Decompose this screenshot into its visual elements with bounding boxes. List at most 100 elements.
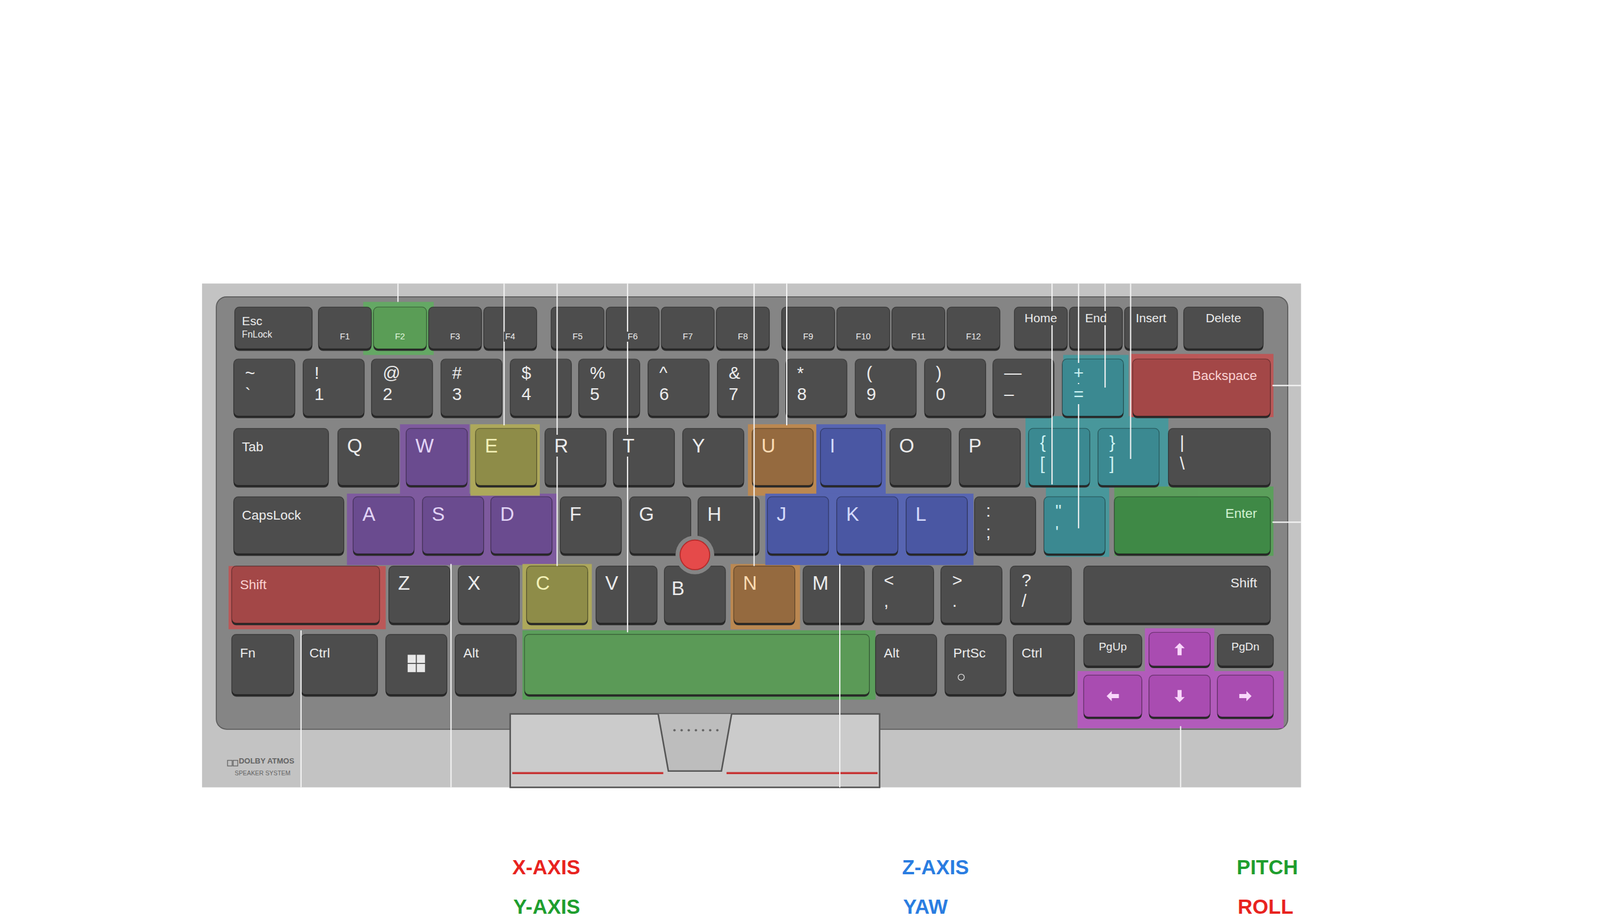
key-label: Tab	[241, 439, 265, 455]
key-label: T	[621, 434, 636, 458]
key-label: F	[568, 503, 583, 526]
keyboard-key: Shift	[231, 566, 380, 626]
key-cap	[1124, 307, 1178, 349]
key-label: #	[450, 363, 463, 384]
key-cap	[386, 634, 448, 695]
brand-label: DOLBY ATMOS	[238, 757, 295, 767]
key-cap	[371, 358, 433, 417]
key-cap	[1043, 496, 1105, 554]
keyboard-key: %5	[578, 358, 640, 418]
key-label: K	[845, 503, 861, 526]
key-label: !	[313, 363, 321, 384]
key-cap	[475, 428, 537, 486]
key-cap	[1083, 675, 1143, 718]
key-cap	[454, 634, 517, 695]
key-cap	[578, 358, 640, 417]
key-cap	[803, 566, 865, 624]
key-label: {	[1038, 432, 1048, 453]
key-cap	[302, 358, 365, 417]
keyboard-key: F	[560, 496, 622, 556]
keyboard-key: Backspace	[1132, 358, 1271, 418]
key-cap	[318, 307, 372, 349]
key-label: $	[520, 363, 533, 384]
keyboard-key: F11	[891, 307, 945, 351]
key-label: PgUp	[1097, 640, 1128, 654]
axis-label: Y-AXIS	[513, 895, 581, 920]
key-label: J	[775, 503, 788, 526]
key-label: ^	[658, 363, 669, 384]
keyboard-key: Alt	[875, 634, 938, 698]
keyboard-key: !1	[302, 358, 365, 418]
keyboard-key: W	[406, 428, 468, 488]
key-cap	[1014, 307, 1068, 349]
keyboard-key: "'	[1043, 496, 1105, 556]
axis-label: X-AXIS	[512, 856, 580, 880]
key-cap	[889, 428, 952, 486]
key-label: Fn	[238, 645, 257, 662]
touchpad-buttons	[510, 714, 880, 788]
key-label: 3	[450, 384, 463, 405]
key-label: ]	[1107, 453, 1115, 474]
key-label: PrtSc	[951, 645, 987, 662]
keyboard-key: F6	[606, 307, 660, 351]
key-label: ?	[1020, 570, 1033, 591]
keyboard-key: }]	[1097, 428, 1160, 488]
key-label: 2	[381, 384, 394, 405]
key-label: <	[882, 570, 896, 591]
key-label: N	[741, 572, 759, 595]
keyboard-key: B	[664, 566, 726, 626]
key-label: F10	[854, 331, 872, 342]
keyboard-key: ^6	[648, 358, 710, 418]
key-label: X	[466, 572, 482, 595]
key-label: |	[1178, 432, 1186, 453]
keyboard-key: Ctrl	[301, 634, 378, 698]
key-label: 7	[727, 384, 740, 405]
key-label: Q	[345, 434, 364, 458]
key-label: "	[1054, 500, 1063, 521]
keyboard-key: #3	[440, 358, 503, 418]
keyboard-key: F12	[947, 307, 1001, 351]
key-cap	[1217, 634, 1274, 667]
keyboard-key: M	[803, 566, 865, 626]
key-label: C	[534, 572, 552, 595]
keyboard-key: O	[889, 428, 952, 488]
keyboard-key: &7	[717, 358, 779, 418]
keyboard-key: P	[959, 428, 1021, 488]
keyboard-key: *8	[785, 358, 847, 418]
key-cap	[490, 496, 553, 554]
key-caps	[231, 307, 1274, 719]
axis-label: PITCH	[1236, 856, 1299, 880]
arrow-symbol	[1239, 691, 1252, 702]
brand-label: SPEAKER SYSTEM	[234, 770, 291, 778]
key-cap	[457, 566, 520, 624]
key-cap	[551, 307, 605, 349]
key-label: –	[1003, 384, 1015, 405]
keyboard-key: S	[422, 496, 484, 556]
key-label: '	[1054, 522, 1061, 543]
windows-logo	[407, 654, 417, 663]
key-label: A	[361, 503, 377, 526]
keyboard-key: F2	[373, 307, 427, 351]
keyboard-key: Y	[682, 428, 744, 488]
key-cap	[751, 428, 814, 486]
keyboard-key: K	[836, 496, 899, 556]
keyboard-key: PrtSc	[944, 634, 1006, 698]
key-cap	[428, 307, 482, 349]
key-label: FnLock	[241, 329, 274, 341]
keyboard-key: I	[820, 428, 882, 488]
key-label: H	[706, 503, 723, 526]
trackpoint-well	[675, 535, 715, 575]
key-label: P	[967, 434, 983, 458]
key-label: Insert	[1134, 311, 1168, 326]
keyboard-key: F8	[716, 307, 770, 351]
leader-lines	[301, 283, 1302, 788]
key-label: ;	[984, 522, 992, 543]
key-cap	[1028, 428, 1090, 486]
key-label: R	[552, 434, 570, 458]
key-label: —	[1003, 363, 1023, 384]
key-cap	[767, 496, 829, 554]
keyboard-key: J	[767, 496, 829, 556]
key-label: )	[934, 363, 943, 384]
key-label: 8	[796, 384, 808, 405]
